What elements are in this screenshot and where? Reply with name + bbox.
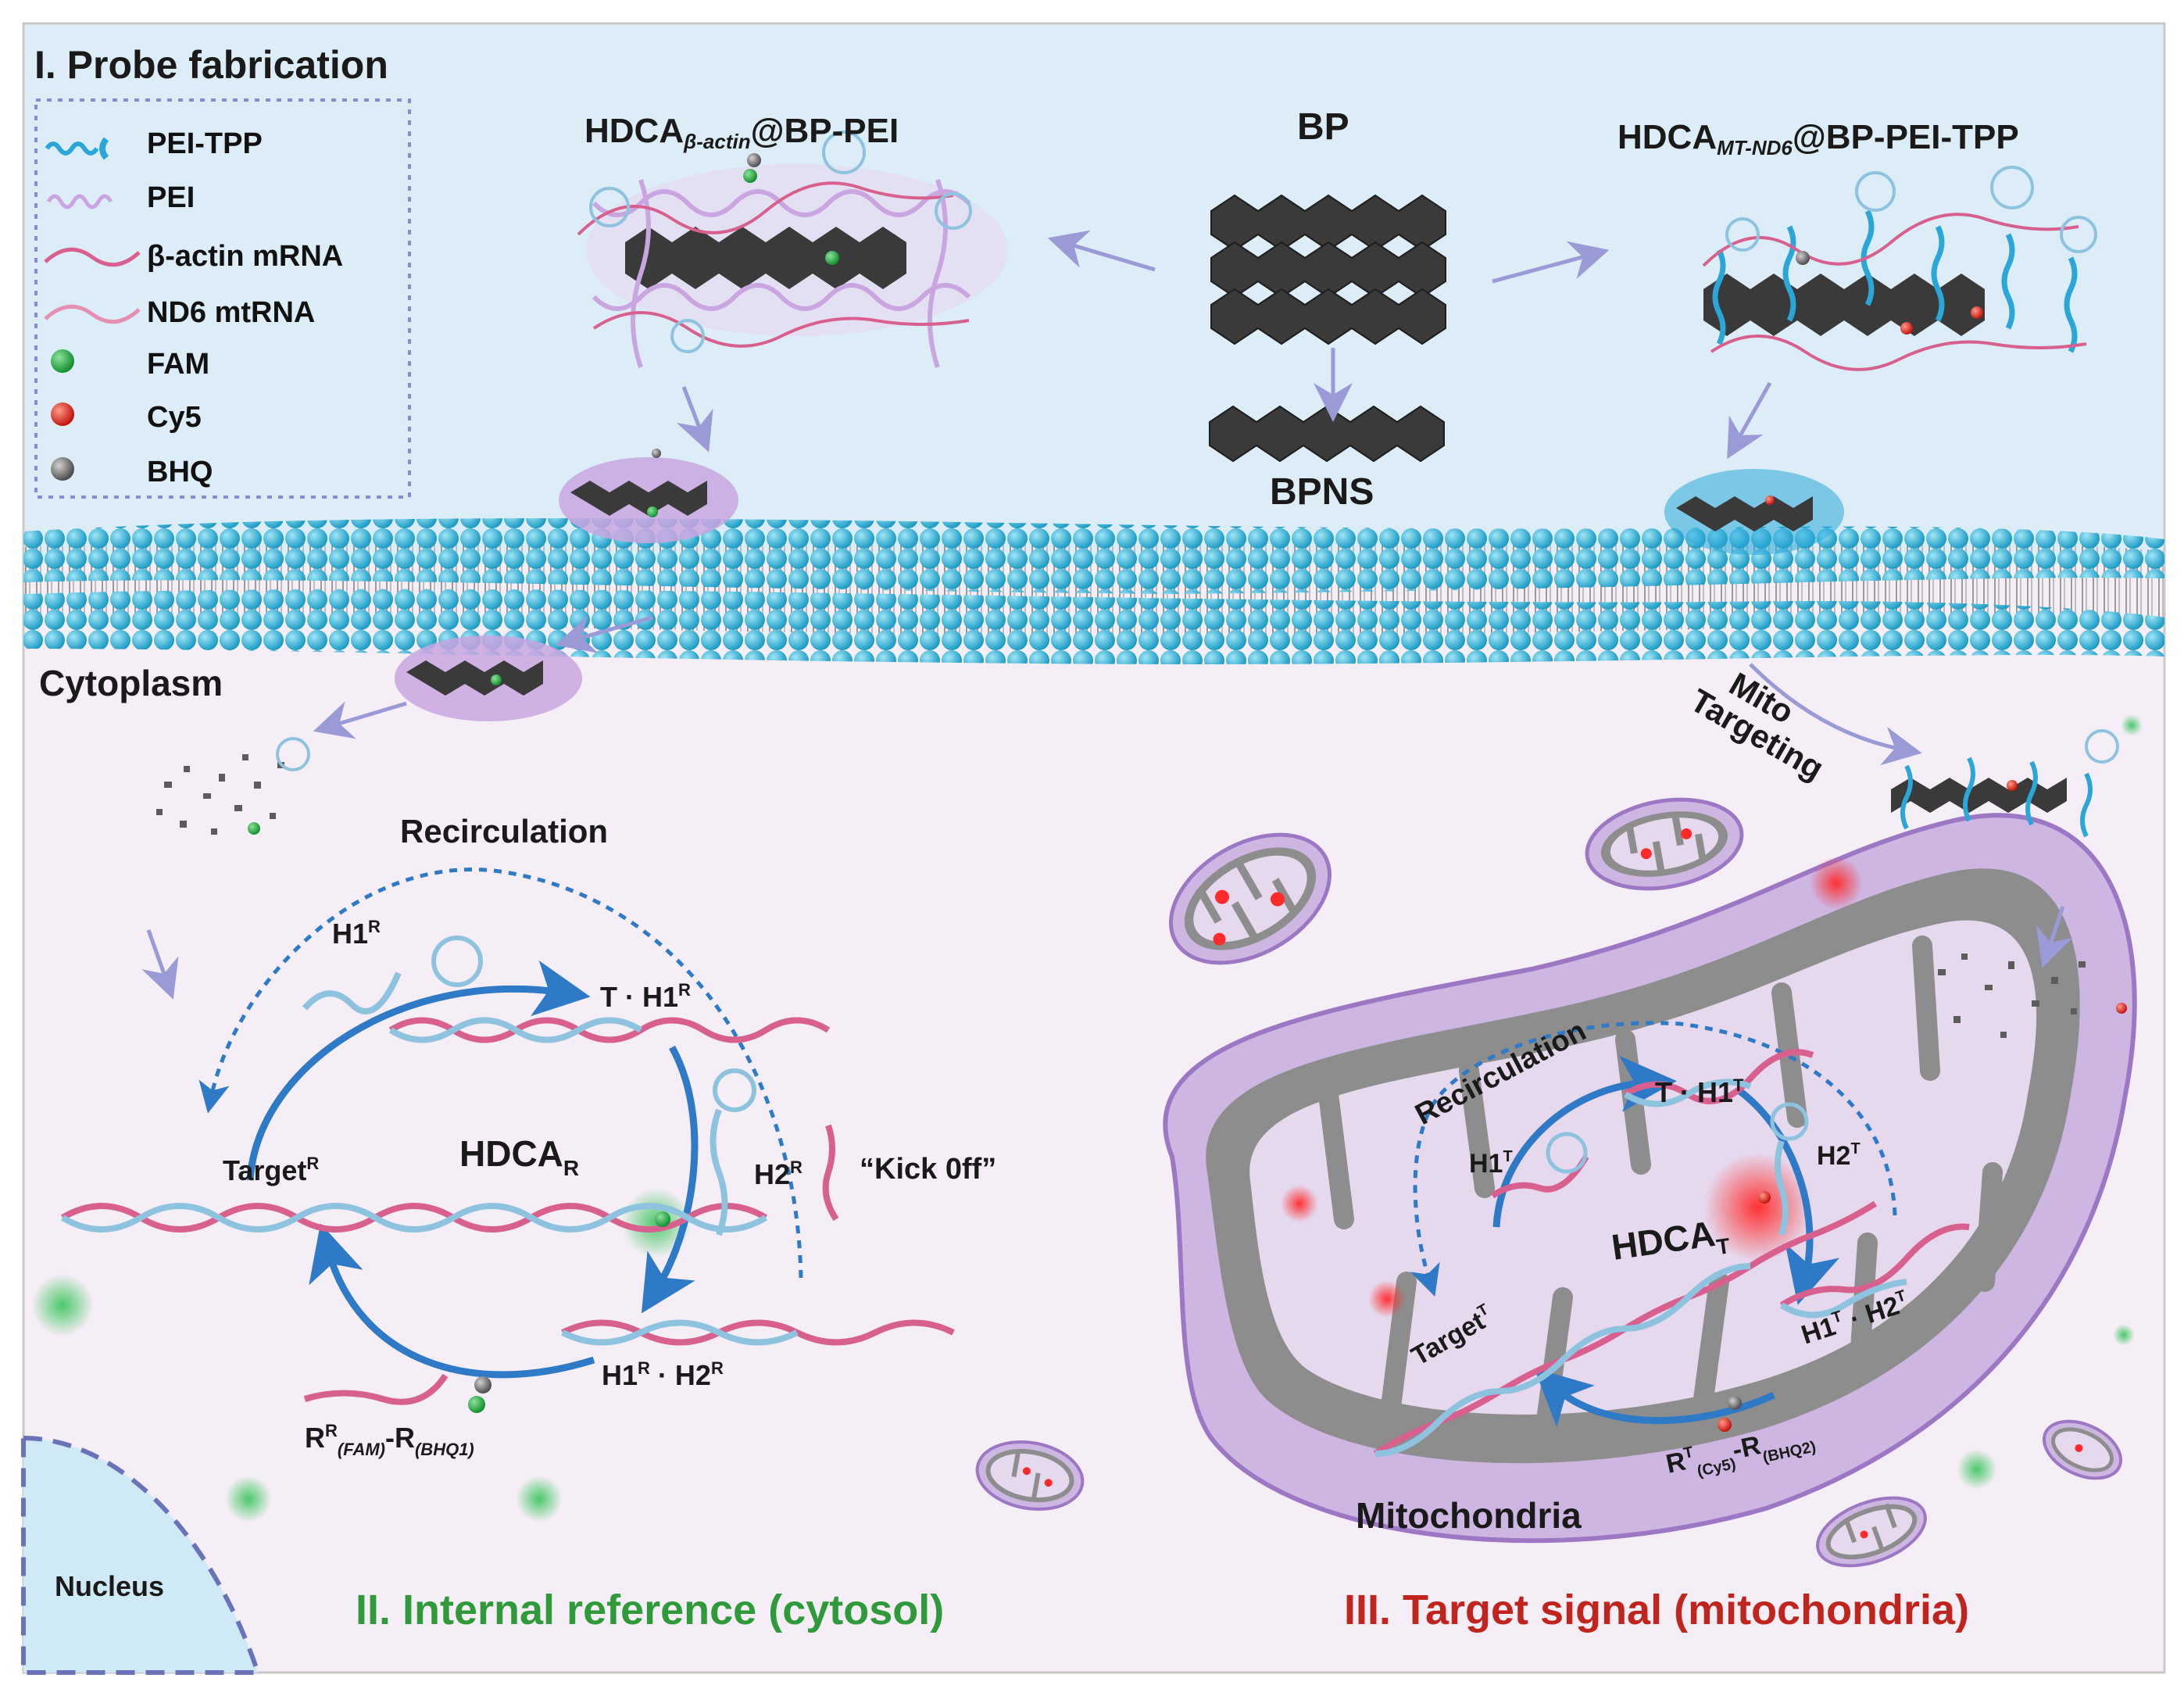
legend-label: FAM: [147, 348, 209, 381]
section-title-probe-fabrication: I. Probe fabrication: [34, 43, 388, 87]
h2-t-label: H2T: [1817, 1140, 1861, 1171]
h1-r-label: H1R: [332, 917, 381, 950]
legend-label: β-actin mRNA: [147, 240, 343, 273]
kick-off-label: “Kick 0ff”: [860, 1153, 996, 1186]
legend-label: PEI: [147, 181, 195, 214]
small-mitochondrion-1: [1169, 832, 1331, 965]
fam-signal-glows: [31, 714, 2143, 1522]
legend-label: Cy5: [147, 401, 202, 434]
probe-at-membrane-left: [559, 449, 738, 543]
section-title-internal-reference: II. Internal reference (cytosol): [356, 1587, 944, 1633]
t-h1-r-label: T · H1R: [600, 980, 691, 1013]
section-title-target-signal: III. Target signal (mitochondria): [1344, 1587, 1969, 1633]
t-h1-t-label: T · H1T: [1655, 1075, 1744, 1108]
legend-box: [34, 98, 411, 499]
degraded-bpns-cytosol: [156, 737, 310, 835]
beta-actin-mrna-icon: [44, 247, 141, 267]
pathway-arrows: [141, 230, 2074, 1000]
bpns-label: BPNS: [1270, 471, 1374, 513]
cy5-signal-glows: [1281, 857, 1863, 1318]
h2-r-label: H2R: [754, 1157, 802, 1190]
small-mitochondrion-4: [1816, 1496, 1927, 1568]
figure-frame: [22, 22, 2166, 1674]
recirculation-r-label: Recirculation: [400, 813, 608, 850]
cy5-dot-icon: [51, 402, 74, 426]
nucleus: [21, 1435, 262, 1675]
probe-at-membrane-right: [1664, 469, 1844, 555]
target-r-label: TargetR: [223, 1154, 319, 1186]
probe-label-beta-actin: HDCAβ-actin@BP-PEI: [584, 112, 899, 153]
fam-dot-icon: [51, 349, 74, 373]
hdca-beta-actin-probe: [577, 131, 1008, 368]
pei-strand-icon: [46, 194, 113, 209]
hdca-r-label: HDCAR: [459, 1133, 579, 1180]
nd6-mtrna-icon: [44, 304, 141, 324]
reporter-r-label: RR(FAM)-R(BHQ1): [305, 1421, 474, 1459]
hdca-mt-nd6-probe: [1702, 166, 2097, 371]
cell-membrane: [23, 518, 2164, 664]
legend-label: PEI-TPP: [147, 127, 263, 160]
bp-label: BP: [1297, 106, 1349, 148]
legend-label: BHQ: [147, 456, 213, 488]
mitochondria-label: Mitochondria: [1356, 1495, 1582, 1536]
probe-in-cytoplasm: [395, 635, 582, 721]
small-mitochondrion-5: [2042, 1419, 2123, 1480]
cycle-t: [1373, 1021, 1970, 1457]
h1-t-label: H1T: [1469, 1148, 1513, 1179]
large-mitochondrion: [1163, 813, 2137, 1544]
bp-crystal: [1210, 194, 1446, 345]
cycle-r: [60, 868, 955, 1413]
cytoplasm-label: Cytoplasm: [39, 663, 223, 703]
probe-label-mt-nd6: HDCAMT-ND6@BP-PEI-TPP: [1617, 118, 2019, 159]
degraded-bpns-mito: [1938, 953, 2127, 1038]
bpns-nanosheet: [1209, 405, 1445, 463]
probe-at-mito-surface: [1891, 729, 2119, 838]
legend: PEI-TPP PEI β-actin mRNA ND6 mtRNA FAM C…: [34, 98, 411, 499]
nucleus-label: Nucleus: [55, 1570, 164, 1602]
small-mitochondrion-2: [1585, 797, 1744, 891]
h1-h2-r-label: H1R · H2R: [602, 1358, 724, 1391]
small-mitochondrion-3: [975, 1440, 1085, 1512]
pei-tpp-strand-icon: [45, 137, 109, 160]
legend-label: ND6 mtRNA: [147, 296, 315, 329]
bhq-dot-icon: [51, 457, 74, 481]
